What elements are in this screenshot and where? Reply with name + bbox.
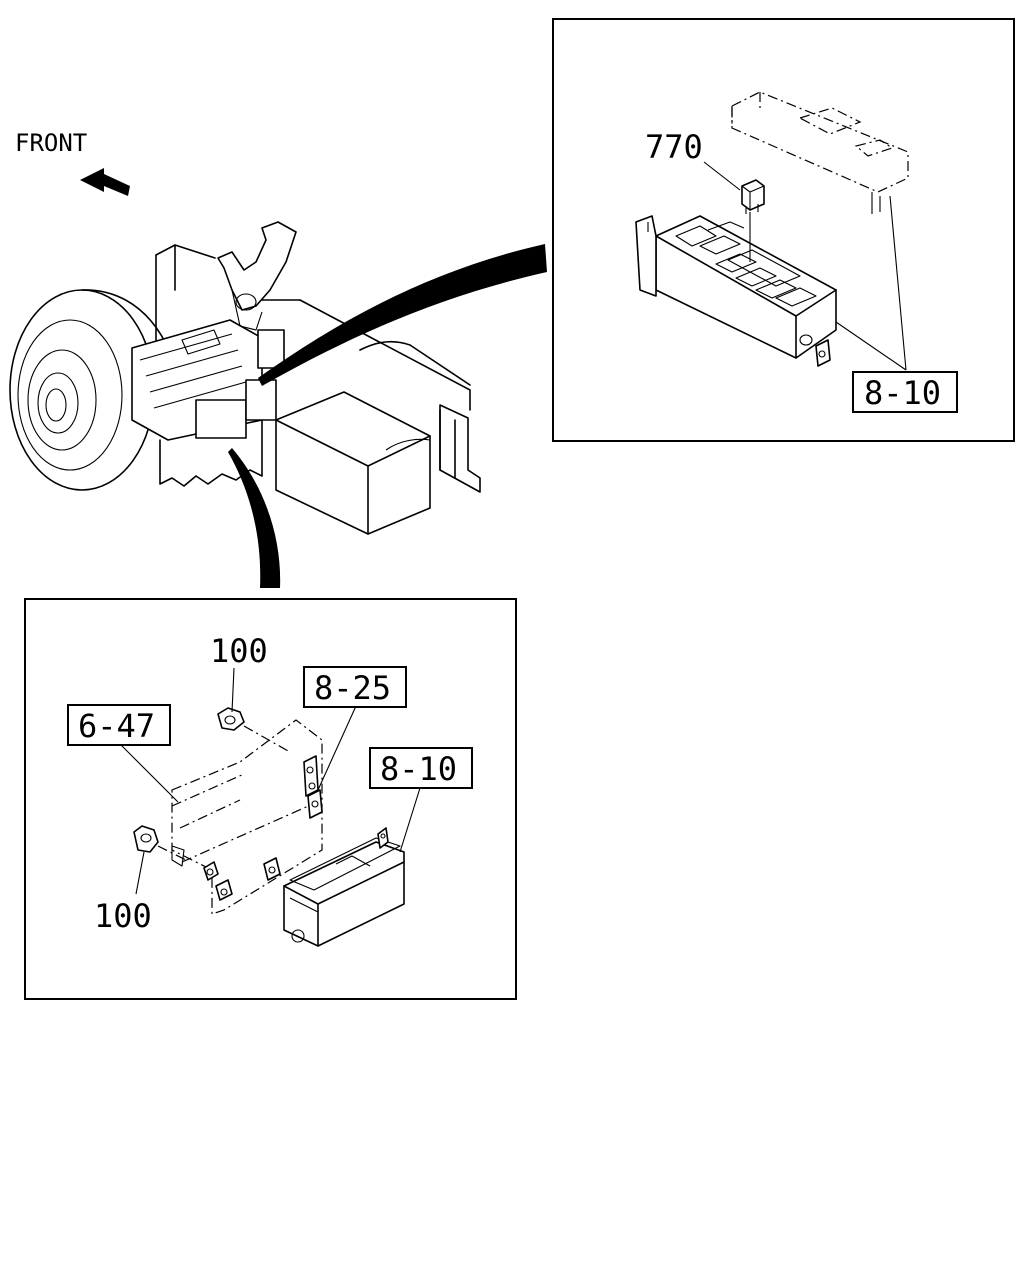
battery bbox=[275, 391, 431, 535]
callout-6-47: 6-47 bbox=[78, 707, 155, 745]
relay-mount-8-25 bbox=[303, 755, 323, 819]
callout-box-810-top bbox=[852, 371, 958, 413]
leader-810-top-a bbox=[835, 321, 907, 371]
leader-8-25 bbox=[317, 705, 357, 791]
detail-box-fuse: 770 8-10 bbox=[552, 18, 1015, 442]
callout-770: 770 bbox=[645, 128, 703, 166]
detail-frame-bottom bbox=[24, 598, 517, 1000]
relay-770 bbox=[741, 179, 765, 214]
leader-sweep-bottom bbox=[228, 448, 281, 588]
callout-box-6-47 bbox=[67, 704, 171, 746]
fuse-box-bottom bbox=[283, 827, 405, 947]
nut-lower bbox=[133, 825, 187, 861]
bay-fuse-box bbox=[131, 319, 285, 487]
callout-810-top: 8-10 bbox=[864, 374, 941, 412]
fuse-box-body bbox=[635, 215, 837, 367]
callout-810-bottom: 8-10 bbox=[380, 750, 457, 788]
bracket-6-47 bbox=[171, 719, 323, 915]
callout-box-810-bottom bbox=[369, 747, 473, 789]
callout-box-8-25 bbox=[303, 666, 407, 708]
leader-810-bottom bbox=[399, 787, 421, 853]
front-label: FRONT bbox=[15, 129, 87, 157]
leader-6-47 bbox=[119, 743, 179, 803]
leader-100-lower bbox=[135, 851, 145, 895]
vehicle-overview bbox=[9, 221, 547, 588]
leader-810-top-b bbox=[889, 195, 907, 371]
detail-box-bracket: 100 100 6-47 8-25 8-10 bbox=[24, 598, 517, 1000]
leader-100-upper bbox=[231, 667, 235, 713]
nut-upper bbox=[217, 707, 291, 753]
callout-100-upper: 100 bbox=[210, 632, 268, 670]
detail-frame-top bbox=[552, 18, 1015, 442]
front-indicator: FRONT bbox=[15, 129, 130, 196]
leader-770 bbox=[703, 161, 741, 191]
fuse-box-cover bbox=[731, 91, 909, 214]
leader-sweep-top bbox=[258, 244, 547, 386]
arrow-left-icon bbox=[80, 168, 130, 196]
column-bracket bbox=[217, 221, 297, 331]
callout-100-lower: 100 bbox=[94, 897, 152, 935]
callout-8-25: 8-25 bbox=[314, 669, 391, 707]
